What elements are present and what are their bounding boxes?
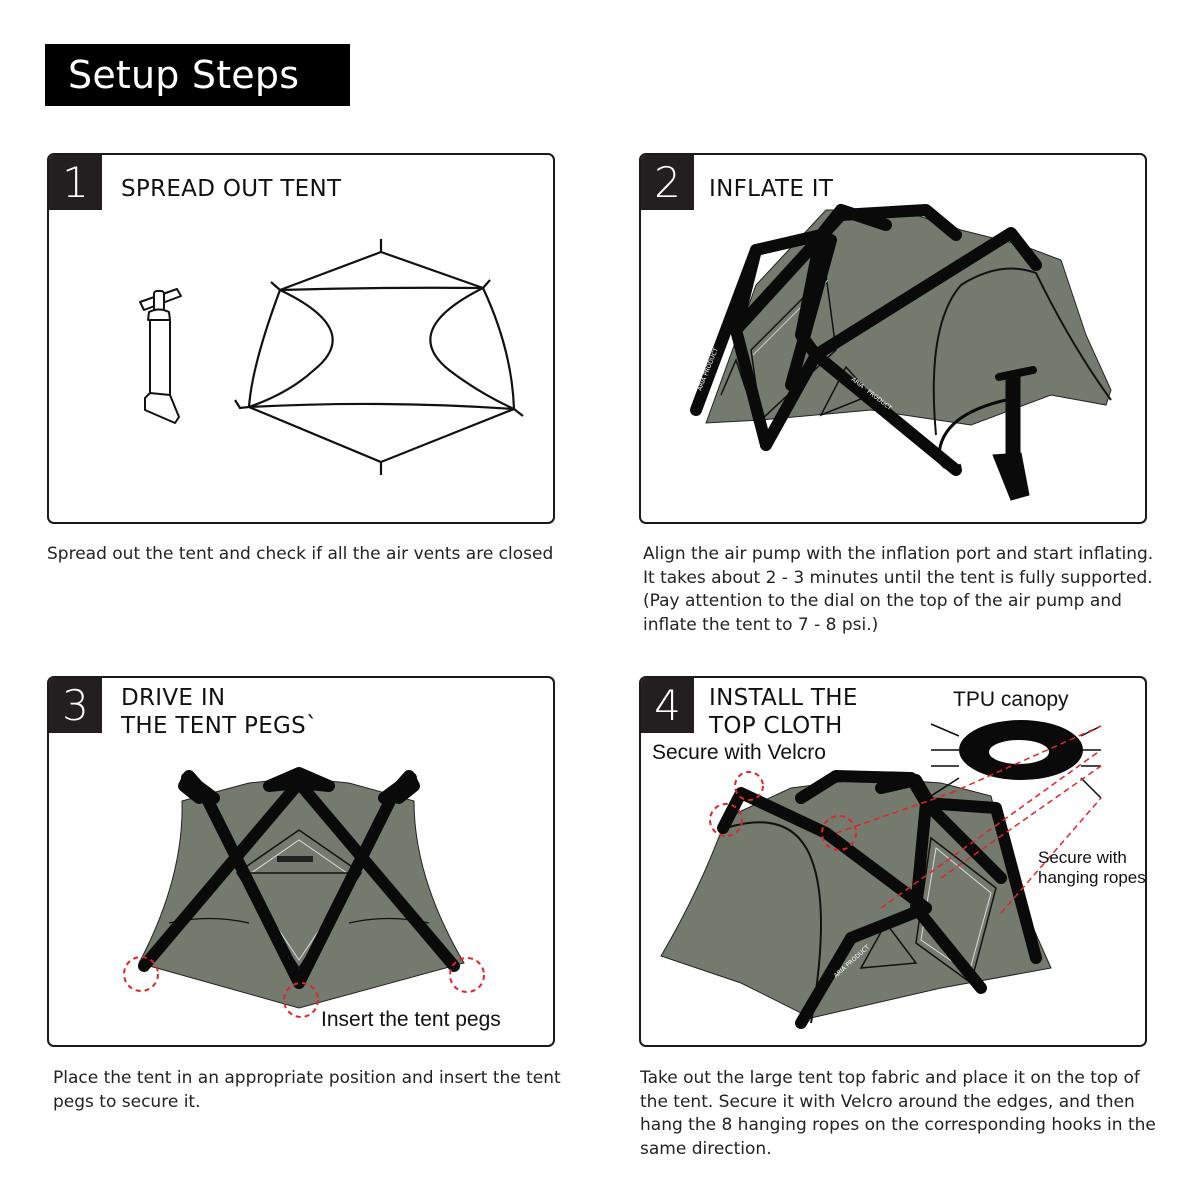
insert-pegs-annotation: Insert the tent pegs — [321, 1008, 501, 1031]
step-title-line-2: TOP CLOTH — [709, 713, 843, 739]
top-cloth-illustration: ARIA PRODUCT ARIA PRODUCT — [660, 720, 1102, 1029]
step-3-caption: Place the tent in an appropriate positio… — [53, 1068, 561, 1112]
flat-tent-outline — [234, 239, 524, 475]
step-title-line-2: THE TENT PEGS` — [121, 713, 318, 739]
hanging-ropes-annotation: Secure with hanging ropes — [1038, 848, 1146, 887]
rope-guide-lines — [835, 725, 1102, 914]
step-number-badge: 4 — [641, 678, 694, 733]
inflate-tent-illustration: ARIA PRODUCT ARIA · PRODUCT — [690, 204, 1112, 501]
air-beam-frame — [138, 767, 460, 989]
step-2-panel: ARIA PRODUCT ARIA · PRODUCT 2 INFLATE IT — [639, 153, 1147, 524]
step-title-line-1: DRIVE IN — [121, 685, 226, 711]
step-1-panel: 1 SPREAD OUT TENT — [47, 153, 555, 524]
tpu-canopy-icon — [930, 720, 1102, 799]
step-title: SPREAD OUT TENT — [121, 176, 342, 202]
step-1-caption: Spread out the tent and check if all the… — [47, 544, 554, 564]
step-title: INFLATE IT — [709, 176, 834, 202]
step-title: DRIVE IN THE TENT PEGS` — [121, 684, 318, 740]
page-title: Setup Steps — [68, 53, 300, 97]
step-4-panel: ARIA PRODUCT ARIA PRODUCT 4 INSTALL THE … — [639, 676, 1147, 1047]
hand-pump-icon — [139, 288, 182, 424]
step-4-caption: Take out the large tent top fabric and p… — [640, 1068, 1156, 1159]
step-title-line-1: INSTALL THE — [709, 685, 858, 711]
tpu-canopy-label: TPU canopy — [953, 688, 1069, 711]
step-3-panel: 3 DRIVE IN THE TENT PEGS` Insert the ten… — [47, 676, 555, 1047]
tent-pegs-illustration — [123, 767, 485, 1018]
peg-location-markers — [123, 956, 485, 1018]
velcro-location-markers — [709, 771, 857, 851]
step-2-caption: Align the air pump with the inflation po… — [643, 544, 1154, 635]
spread-tent-illustration — [139, 239, 524, 475]
step-number-badge: 3 — [49, 678, 102, 733]
page-title-banner: Setup Steps — [45, 44, 350, 106]
air-beam-frame — [690, 204, 1042, 476]
air-pump-icon — [937, 366, 1037, 501]
step-number-badge: 2 — [641, 155, 694, 210]
step-title: INSTALL THE TOP CLOTH — [709, 684, 858, 740]
step-number-badge: 1 — [49, 155, 102, 210]
air-beam-frame — [717, 770, 1042, 1029]
velcro-annotation: Secure with Velcro — [652, 741, 826, 764]
